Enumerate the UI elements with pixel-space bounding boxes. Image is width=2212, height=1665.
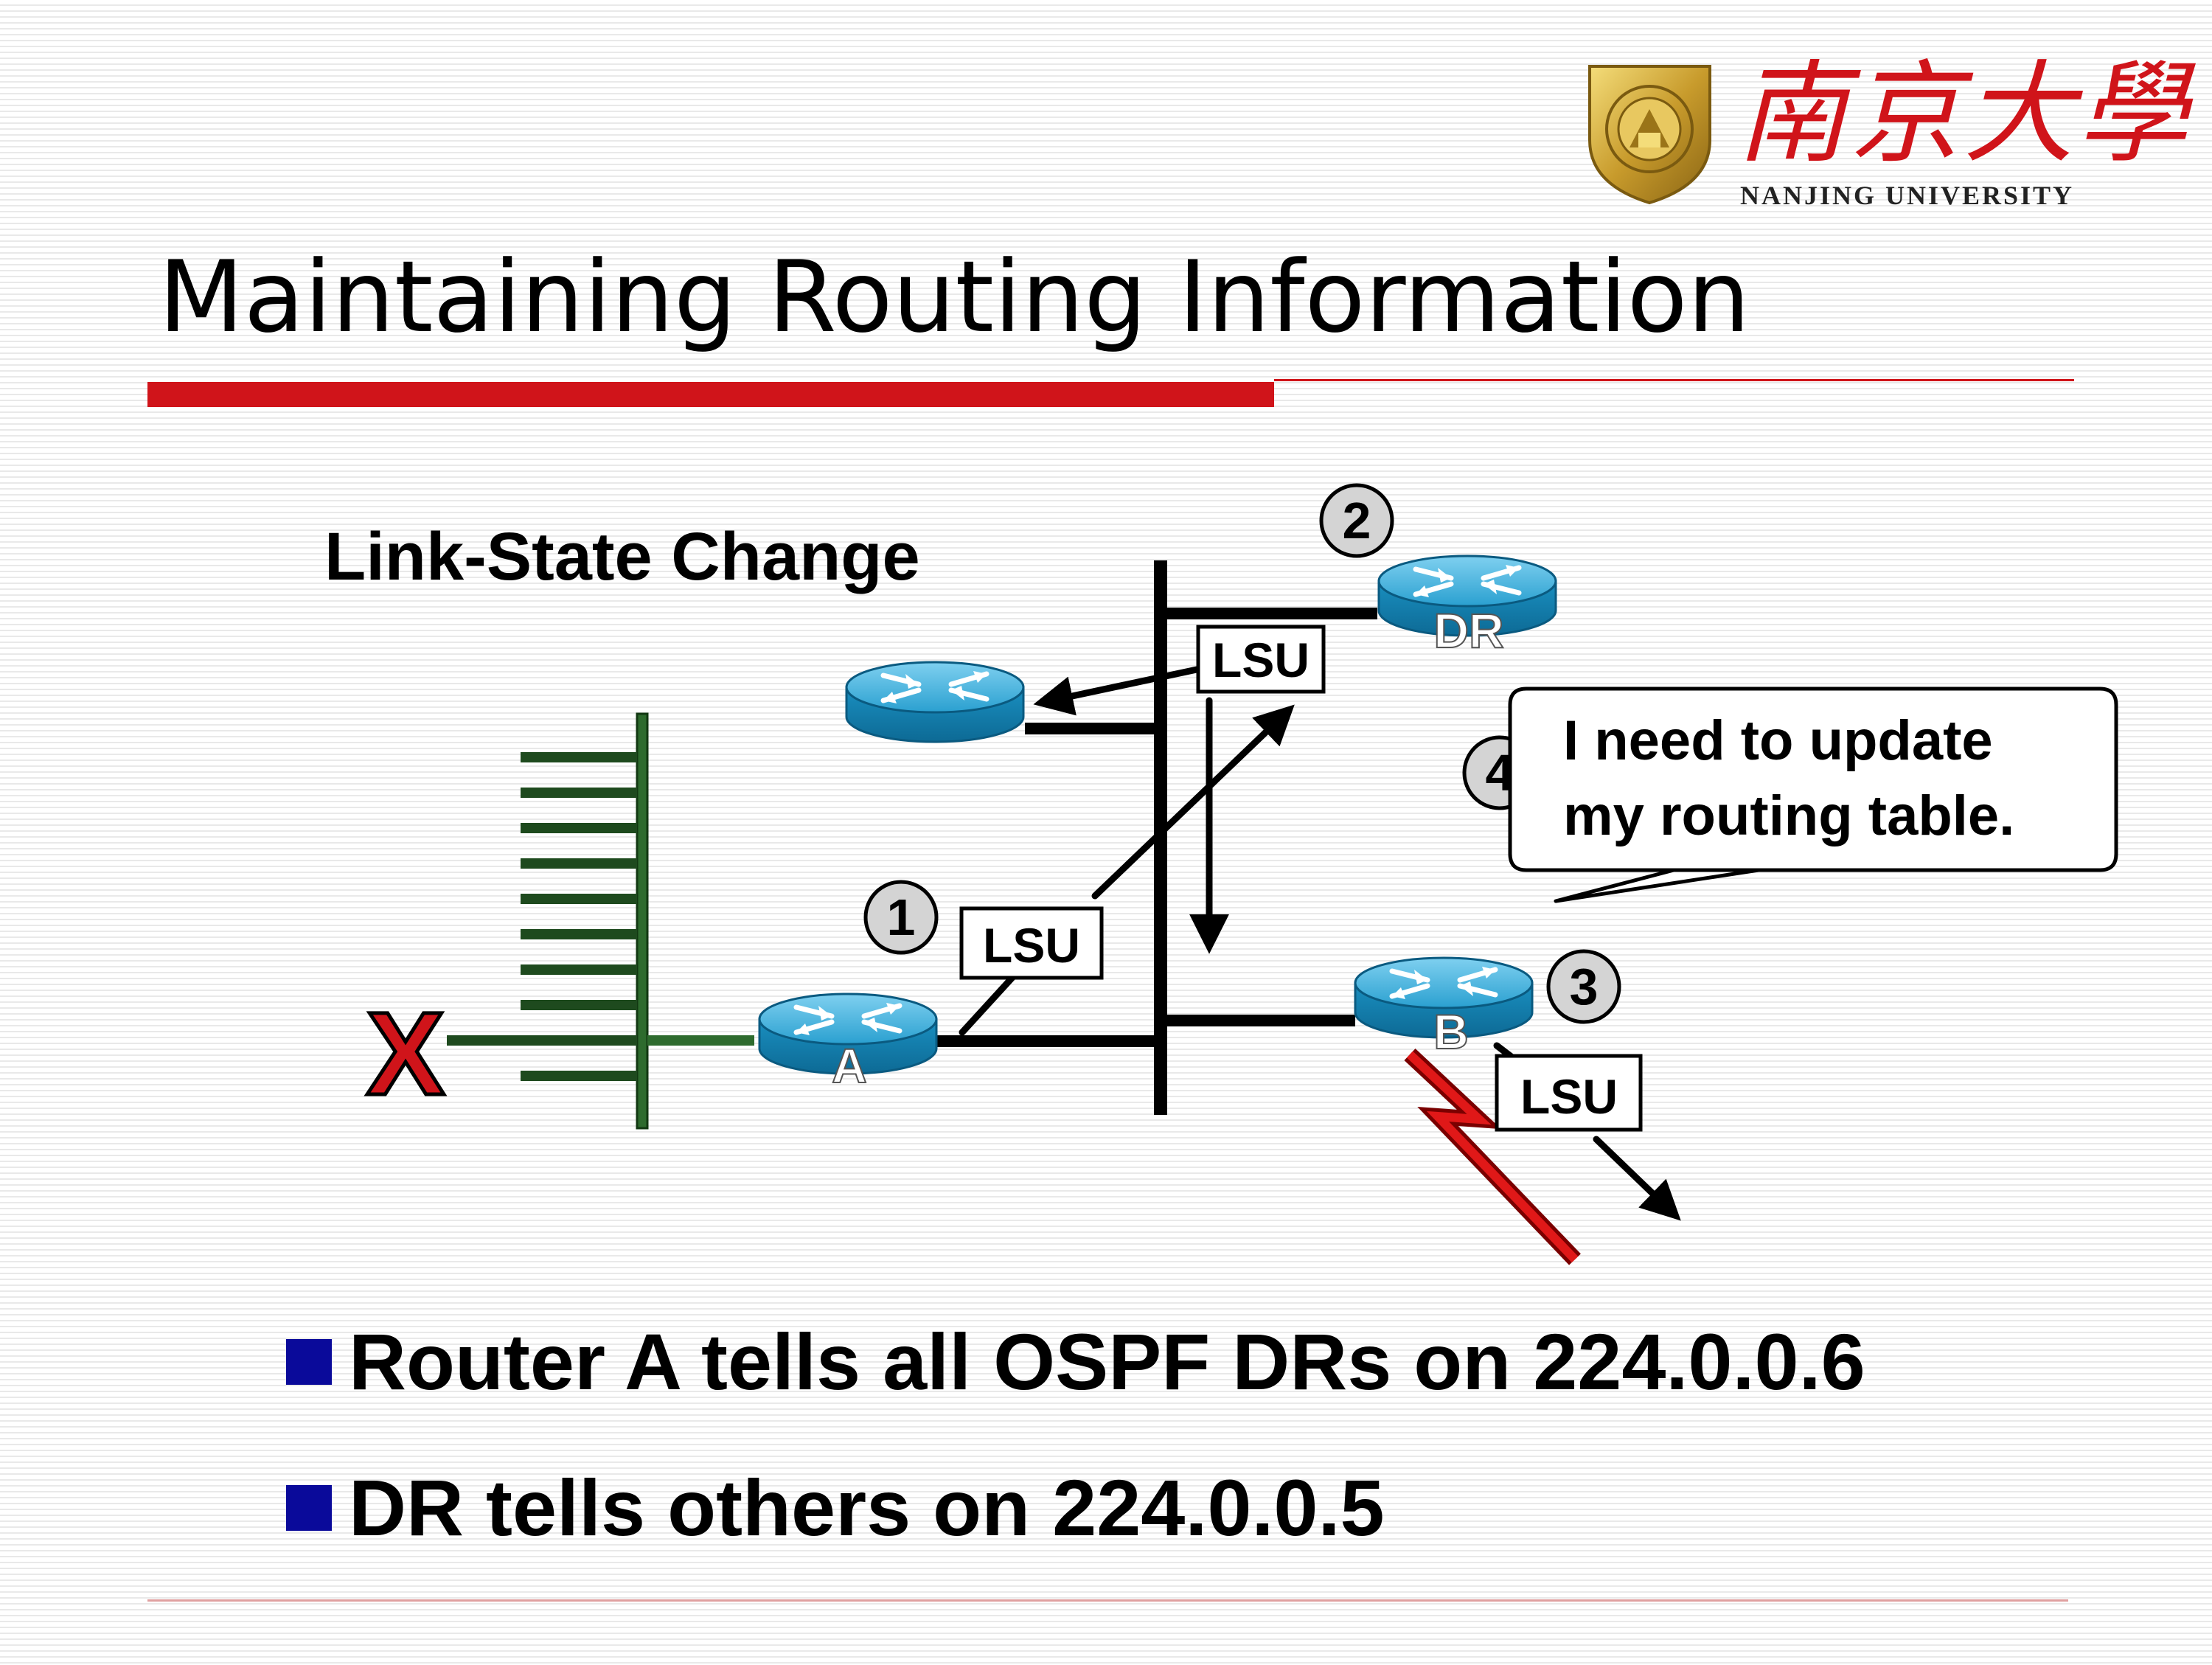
university-seal-icon bbox=[1588, 65, 1711, 205]
step-1-circle bbox=[863, 880, 939, 955]
speech-callout: I need to update my routing table. bbox=[1508, 686, 2118, 903]
router-links bbox=[936, 608, 1377, 1047]
lsu-box-2: LSU bbox=[1196, 625, 1326, 694]
step-2-circle bbox=[1319, 483, 1394, 558]
step-2-number: 2 bbox=[1343, 492, 1371, 549]
bullet-text: DR tells others on 224.0.0.5 bbox=[349, 1463, 1385, 1552]
bullet-text: Router A tells all OSPF DRs on 224.0.0.6 bbox=[349, 1317, 1865, 1406]
footer-divider bbox=[147, 1599, 2068, 1602]
ospf-diagram: X DR A B bbox=[364, 483, 2118, 1265]
router-dr-label: DR bbox=[1433, 603, 1503, 658]
router-a-label: A bbox=[832, 1038, 867, 1093]
lsu-label-2: LSU bbox=[1212, 633, 1310, 687]
diagram-heading: Link-State Change bbox=[324, 519, 920, 594]
backbone-segment bbox=[1154, 560, 1167, 1115]
bullet-item: Router A tells all OSPF DRs on 224.0.0.6 bbox=[286, 1314, 2093, 1410]
bullet-square-icon bbox=[286, 1485, 332, 1531]
failed-link-x: X bbox=[366, 987, 445, 1119]
router-icon bbox=[846, 662, 1023, 742]
callout-line-1: I need to update bbox=[1563, 709, 1993, 772]
callout-line-2: my routing table. bbox=[1563, 785, 2014, 847]
router-b-label: B bbox=[1433, 1004, 1469, 1059]
bullet-square-icon bbox=[286, 1339, 332, 1385]
lsu-label-3: LSU bbox=[1520, 1069, 1618, 1124]
step-3-circle bbox=[1546, 949, 1621, 1024]
lsu-box-1: LSU bbox=[959, 906, 1104, 980]
title-underline bbox=[147, 379, 2074, 407]
step-3-number: 3 bbox=[1570, 958, 1599, 1015]
lsu-label-1: LSU bbox=[983, 918, 1080, 973]
bullet-item: DR tells others on 224.0.0.5 bbox=[286, 1460, 2093, 1556]
step-1-number: 1 bbox=[887, 889, 916, 946]
lan-segment bbox=[447, 712, 754, 1130]
lsu-box-3: LSU bbox=[1495, 1054, 1643, 1132]
slide-title: Maintaining Routing Information bbox=[159, 240, 1750, 355]
university-name-english: NANJING UNIVERSITY bbox=[1740, 181, 2075, 210]
